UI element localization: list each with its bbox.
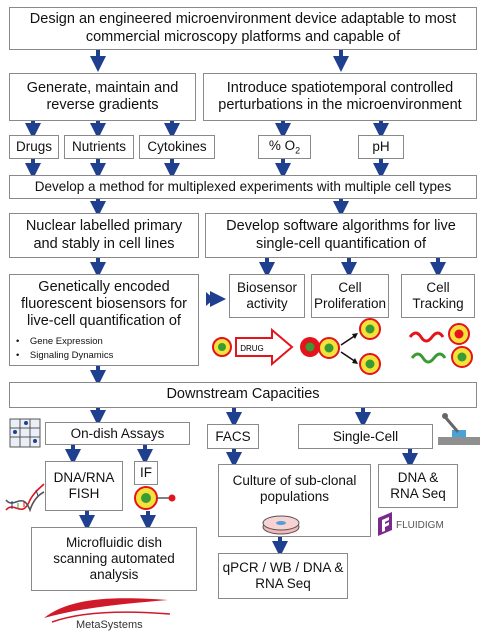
cell-proliferation-text: Cell Proliferation — [313, 280, 387, 311]
microfluidic-box: Microfluidic dish scanning automated ana… — [31, 527, 197, 591]
drugs-box: Drugs — [9, 135, 59, 159]
biosensor-activity-box: Biosensor activity — [229, 274, 305, 318]
perturbations-text: Introduce spatiotemporal controlled pert… — [218, 79, 462, 113]
cell-tracking-box: Cell Tracking — [401, 274, 475, 318]
single-cell-box: Single-Cell — [298, 424, 433, 449]
dna-rna-seq-box: DNA & RNA Seq — [378, 464, 458, 508]
nutrients-label: Nutrients — [71, 139, 127, 155]
dna-rna-fish-text: DNA/RNA FISH — [53, 470, 115, 501]
dna-rna-fish-box: DNA/RNA FISH — [45, 461, 123, 511]
on-dish-assays-box: On-dish Assays — [45, 422, 190, 445]
biosensor-activity-text: Biosensor activity — [236, 280, 298, 311]
qpcr-text: qPCR / WB / DNA & RNA Seq — [222, 560, 344, 591]
cytokines-label: Cytokines — [147, 139, 207, 155]
fluidigm-logo: FLUIDIGM — [378, 512, 444, 536]
facs-text: FACS — [215, 428, 251, 444]
if-cell-icon — [134, 486, 176, 510]
on-dish-assays-text: On-dish Assays — [70, 425, 165, 441]
ph-label: pH — [372, 139, 390, 155]
arrowhead — [206, 292, 214, 306]
multiplex-text: Develop a method for multiplexed experim… — [34, 179, 452, 195]
if-text: IF — [140, 465, 152, 481]
bullet-signaling-dynamics: • Signaling Dynamics — [16, 350, 114, 361]
facs-box: FACS — [207, 424, 259, 449]
title-box: Design an engineered microenvironment de… — [9, 7, 477, 50]
cytokines-box: Cytokines — [139, 135, 215, 159]
nutrients-box: Nutrients — [64, 135, 134, 159]
drug-label: DRUG — [240, 344, 264, 353]
cell-tracking-illustration — [408, 323, 473, 368]
microfluidic-text: Microfluidic dish scanning automated ana… — [53, 535, 175, 582]
cell-proliferation-illustration — [318, 318, 381, 375]
dna-rna-seq-text: DNA & RNA Seq — [390, 470, 446, 501]
culture-text: Culture of sub-clonal populations — [232, 472, 357, 504]
gradients-text: Generate, maintain and reverse gradients — [26, 79, 179, 113]
multiplex-box: Develop a method for multiplexed experim… — [9, 175, 477, 199]
microscope-icon — [438, 413, 480, 445]
single-cell-text: Single-Cell — [332, 428, 399, 444]
ph-box: pH — [358, 135, 404, 159]
drugs-label: Drugs — [15, 139, 52, 155]
biosensors-box: Genetically encoded fluorescent biosenso… — [9, 274, 199, 366]
nuclear-text: Nuclear labelled primary and stably in c… — [25, 218, 183, 252]
biosensors-text: Genetically encoded fluorescent biosenso… — [20, 279, 188, 330]
gradients-box: Generate, maintain and reverse gradients — [9, 73, 196, 121]
o2-label: % O2 — [268, 137, 301, 156]
dna-helix-icon — [5, 483, 45, 513]
nuclear-box: Nuclear labelled primary and stably in c… — [9, 213, 199, 258]
title-text: Design an engineered microenvironment de… — [29, 11, 457, 45]
svg-text:MetaSystems: MetaSystems — [76, 619, 143, 631]
svg-text:FLUIDIGM: FLUIDIGM — [396, 520, 444, 531]
downstream-box: Downstream Capacities — [9, 382, 477, 408]
cell-proliferation-box: Cell Proliferation — [311, 274, 389, 318]
grid-dish-icon — [9, 418, 41, 448]
cell-tracking-text: Cell Tracking — [412, 280, 464, 311]
metasystems-logo: MetaSystems — [44, 598, 171, 631]
petri-dish-icon — [262, 515, 300, 535]
if-box: IF — [134, 461, 158, 485]
bullet-gene-expression: • Gene Expression — [16, 336, 103, 347]
downstream-text: Downstream Capacities — [166, 386, 320, 403]
qpcr-box: qPCR / WB / DNA & RNA Seq — [218, 553, 348, 599]
software-text: Develop software algorithms for live sin… — [226, 218, 456, 252]
perturbations-box: Introduce spatiotemporal controlled pert… — [203, 73, 477, 121]
software-box: Develop software algorithms for live sin… — [205, 213, 477, 258]
biosensor-activity-illustration: DRUG — [212, 327, 320, 367]
o2-box: % O2 — [258, 135, 311, 159]
